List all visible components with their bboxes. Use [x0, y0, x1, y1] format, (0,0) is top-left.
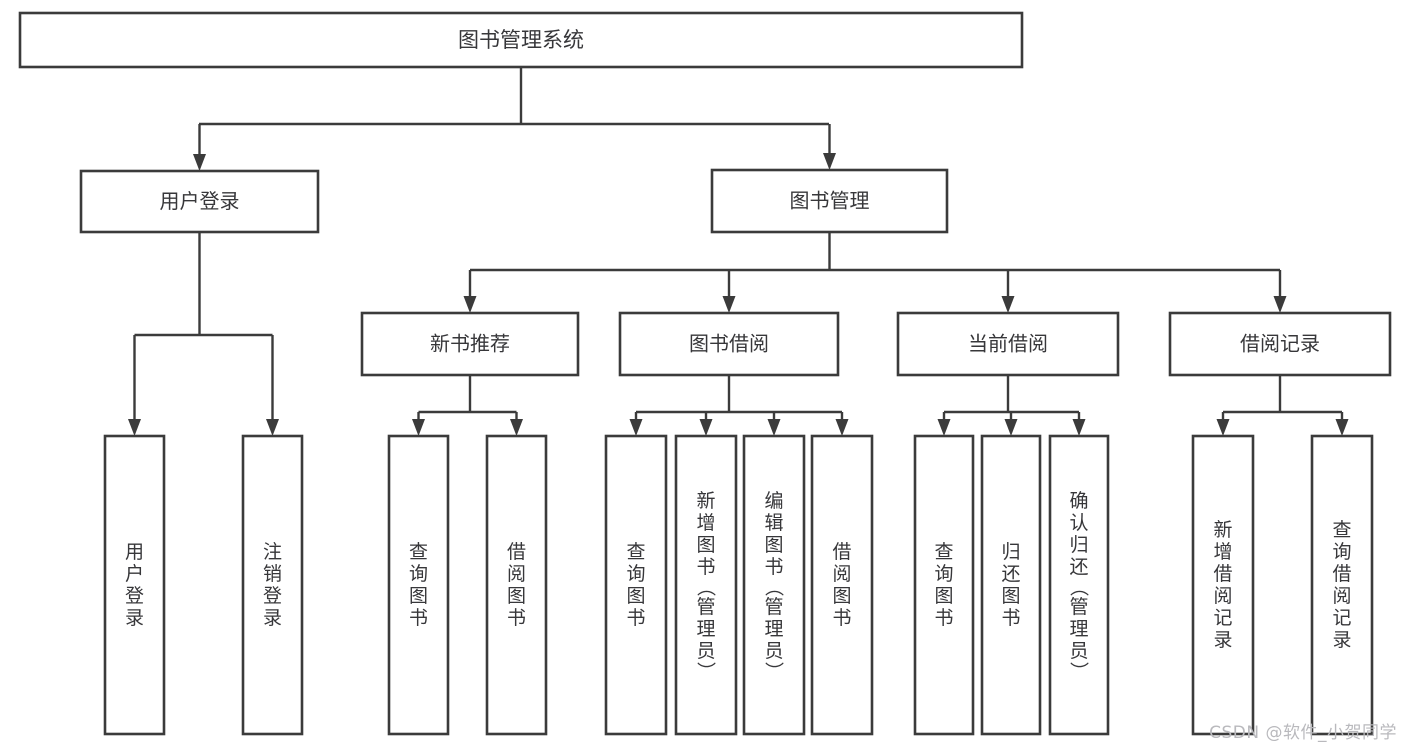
- node-level2-label-2: 当前借阅: [968, 332, 1048, 356]
- node-leaf-box-2[interactable]: [387, 434, 450, 736]
- root-to-level1-1-arrowhead: [823, 153, 836, 170]
- node-leaf-box-5[interactable]: [674, 434, 738, 736]
- node-level1-label-0: 用户登录: [160, 189, 240, 213]
- level1-to-level2-1-arrowhead: [722, 296, 736, 313]
- node-leaf-box-12[interactable]: [1310, 434, 1374, 736]
- leaf-arrow-0-arrowhead: [128, 419, 141, 436]
- node-root-label: 图书管理系统: [458, 28, 584, 52]
- edges-layer: [128, 67, 1349, 436]
- node-leaf-box-7[interactable]: [810, 434, 874, 736]
- leaf-arrow-4-arrowhead: [629, 419, 643, 436]
- node-level2-label-1: 图书借阅: [689, 332, 769, 356]
- node-level1-box-0[interactable]: [79, 169, 320, 234]
- level1-to-level2-3-arrowhead: [1273, 296, 1287, 313]
- node-level1-label-1: 图书管理: [790, 189, 870, 213]
- node-leaf-box-3[interactable]: [485, 434, 548, 736]
- nodes-layer: [18, 11, 1392, 736]
- leaf-arrow-8-arrowhead: [937, 419, 951, 436]
- node-level2-box-3[interactable]: [1168, 311, 1392, 377]
- root-to-level1-0-arrowhead: [193, 154, 206, 171]
- leaf-arrow-5-arrowhead: [699, 419, 713, 436]
- level1-to-level2-2-arrowhead: [1001, 296, 1015, 313]
- leaf-arrow-2-arrowhead: [412, 419, 425, 436]
- leaf-arrow-10-arrowhead: [1072, 419, 1086, 436]
- node-level2-box-1[interactable]: [618, 311, 840, 377]
- leaf-arrow-7-arrowhead: [835, 419, 849, 436]
- node-leaf-box-4[interactable]: [604, 434, 668, 736]
- node-leaf-box-8[interactable]: [913, 434, 975, 736]
- node-leaf-box-9[interactable]: [980, 434, 1042, 736]
- leaf-arrow-9-arrowhead: [1004, 419, 1018, 436]
- node-level2-label-0: 新书推荐: [430, 332, 510, 356]
- node-level1-box-1[interactable]: [710, 168, 949, 234]
- node-leaf-box-11[interactable]: [1191, 434, 1255, 736]
- node-leaf-box-10[interactable]: [1048, 434, 1110, 736]
- level1-to-level2-0-arrowhead: [463, 296, 477, 313]
- leaf-arrow-3-arrowhead: [510, 419, 523, 436]
- node-level2-box-0[interactable]: [360, 311, 580, 377]
- node-leaf-box-0[interactable]: [103, 434, 166, 736]
- node-level2-box-2[interactable]: [896, 311, 1120, 377]
- node-leaf-box-6[interactable]: [742, 434, 806, 736]
- node-leaf-box-1[interactable]: [241, 434, 304, 736]
- node-root-box[interactable]: [18, 11, 1024, 69]
- leaf-arrow-1-arrowhead: [266, 419, 279, 436]
- node-level2-label-3: 借阅记录: [1240, 332, 1320, 356]
- leaf-arrow-6-arrowhead: [767, 419, 781, 436]
- leaf-arrow-12-arrowhead: [1335, 419, 1349, 436]
- leaf-arrow-11-arrowhead: [1216, 419, 1230, 436]
